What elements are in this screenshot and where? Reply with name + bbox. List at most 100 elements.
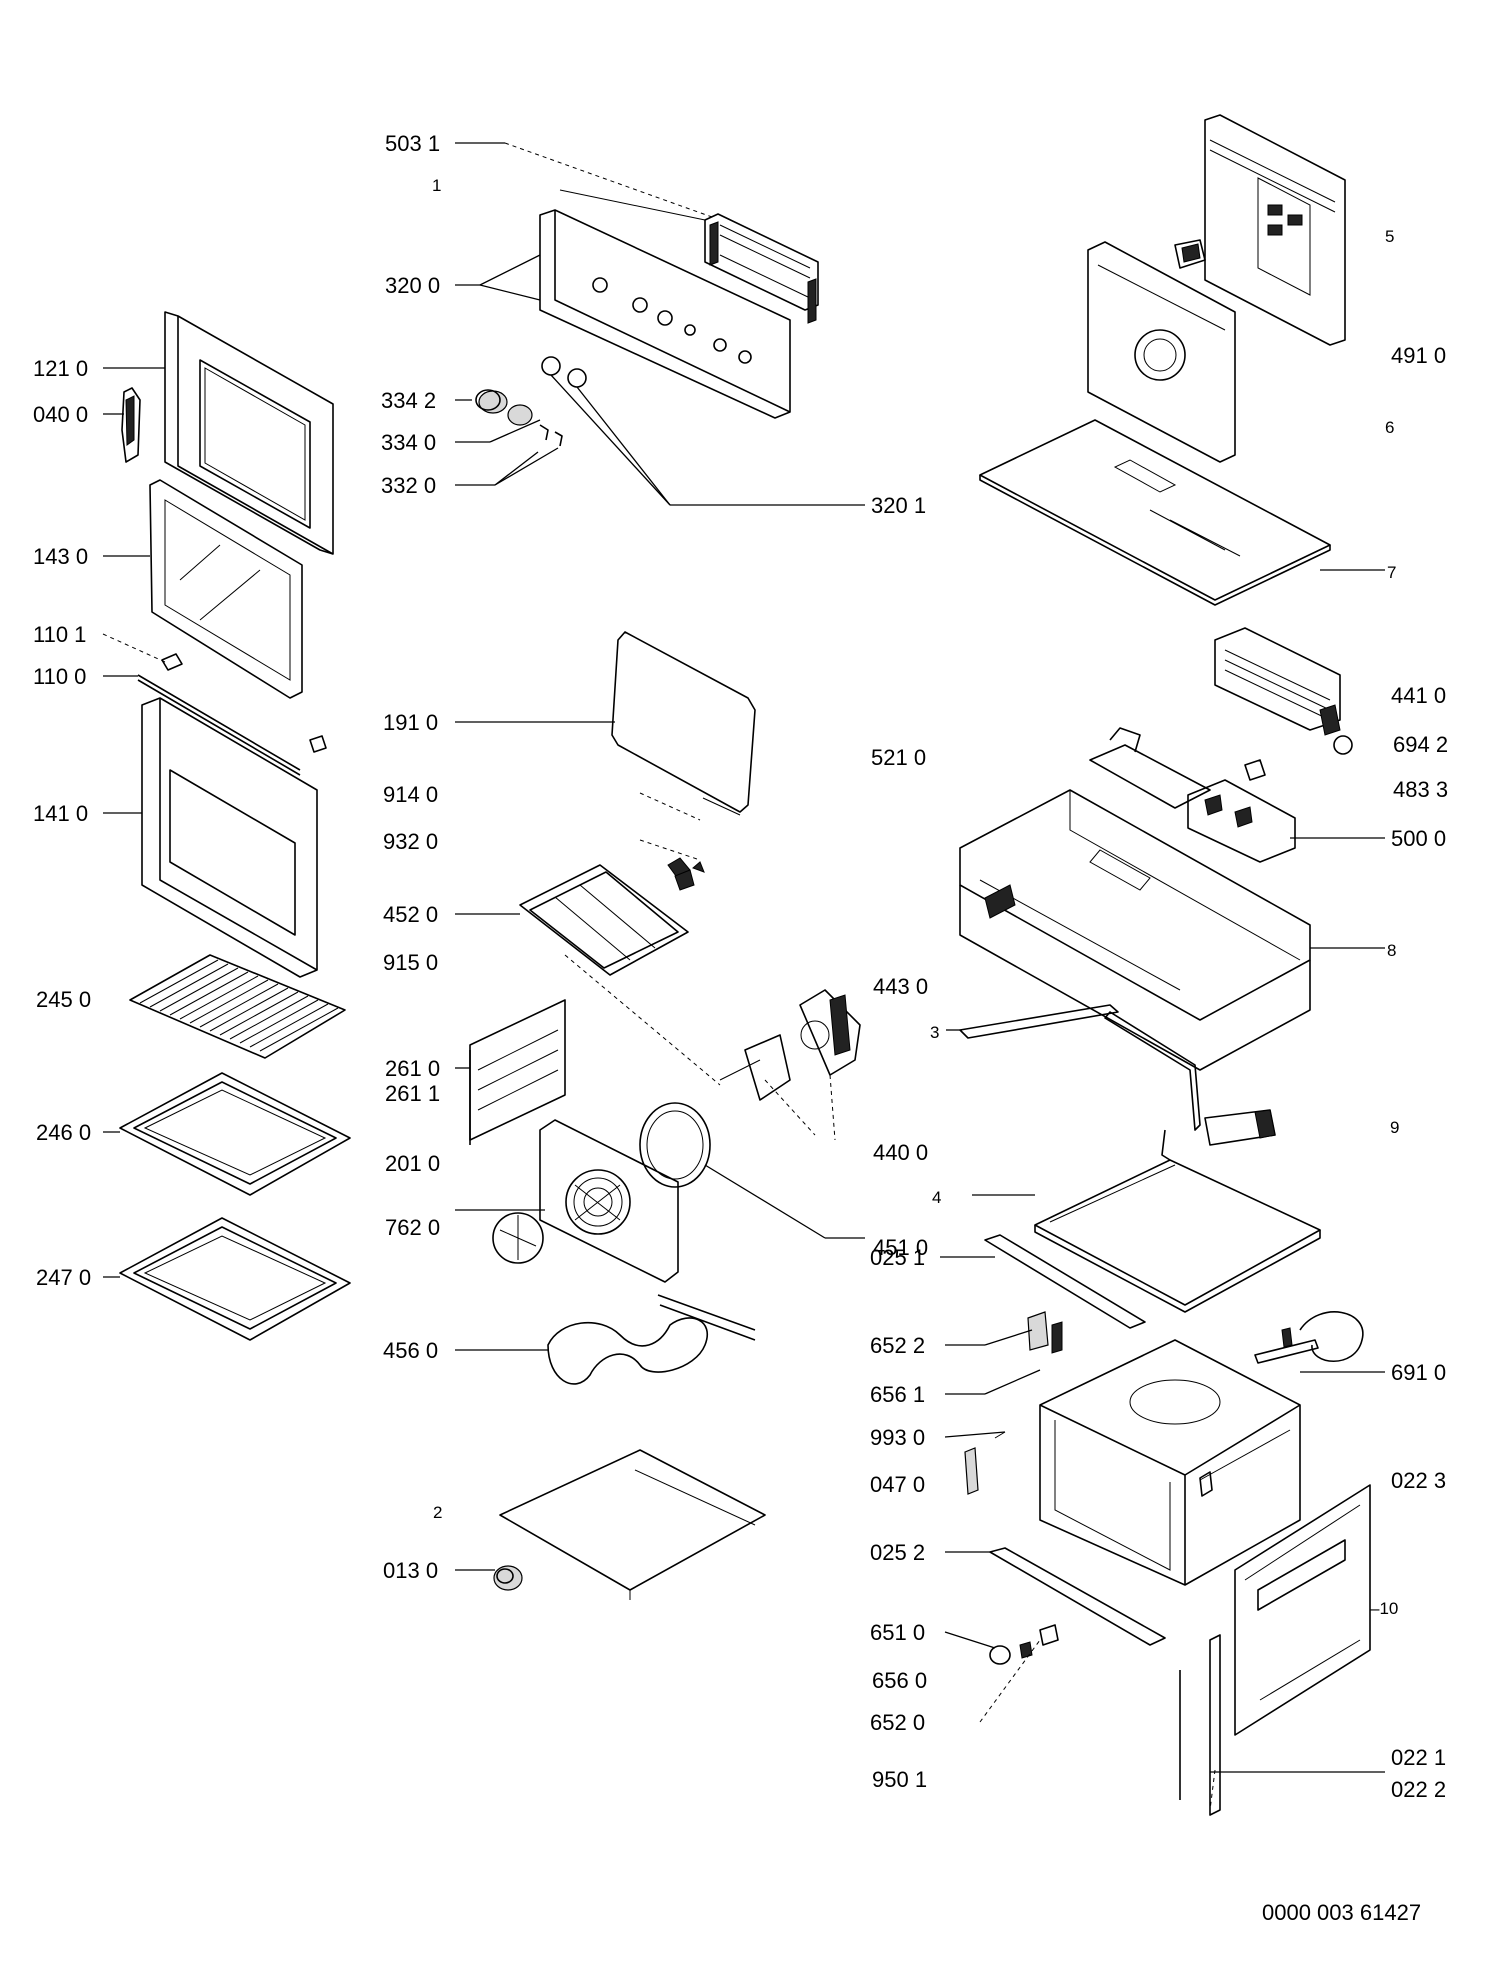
label-456-0: 456 0 xyxy=(383,1338,438,1363)
label-3: 3 xyxy=(930,1023,939,1042)
label-246-0: 246 0 xyxy=(36,1120,91,1145)
label-332-0: 332 0 xyxy=(381,473,436,498)
part-labels: 503 1 1 320 0 334 2 334 0 332 0 320 1 12… xyxy=(33,131,1448,1925)
label-762-0: 762 0 xyxy=(385,1215,440,1240)
label-652-2: 652 2 xyxy=(870,1333,925,1358)
grill-element xyxy=(547,1294,756,1385)
label-440-0: 440 0 xyxy=(873,1140,928,1165)
label-5: 5 xyxy=(1385,227,1394,246)
upper-housing-frame xyxy=(959,789,1311,1071)
label-121-0: 121 0 xyxy=(33,356,88,381)
door-handle-part xyxy=(121,387,141,463)
label-110-0: 110 0 xyxy=(33,664,86,689)
oven-light-socket xyxy=(493,1565,523,1591)
door-hinge-latch xyxy=(964,1431,1006,1495)
label-247-0: 247 0 xyxy=(36,1265,91,1290)
inner-door-glass xyxy=(149,479,303,699)
side-insulation-block xyxy=(1204,1109,1276,1146)
label-110-1: 110 1 xyxy=(33,622,86,647)
control-panel xyxy=(539,209,791,419)
label-334-2: 334 2 xyxy=(381,388,436,413)
outer-door-frame xyxy=(164,311,334,555)
label-691-0: 691 0 xyxy=(1391,1360,1446,1385)
control-panel-bracket xyxy=(704,213,819,324)
document-number: 0000 003 61427 xyxy=(1262,1900,1421,1925)
label-261-1: 261 1 xyxy=(385,1081,440,1106)
inner-door-panel xyxy=(141,697,318,978)
door-switch xyxy=(1027,1311,1063,1354)
label-013-0: 013 0 xyxy=(383,1558,438,1583)
label-047-0: 047 0 xyxy=(870,1472,925,1497)
baking-tray-shallow xyxy=(119,1217,351,1341)
label-10: –10 xyxy=(1370,1599,1398,1618)
label-320-1: 320 1 xyxy=(871,493,926,518)
electronic-board-bracket xyxy=(1089,727,1266,809)
fan-motor xyxy=(719,989,861,1101)
transformer-box xyxy=(1174,239,1206,269)
label-491-0: 491 0 xyxy=(1391,343,1446,368)
leader-lines xyxy=(102,142,1385,1811)
side-frame-rail xyxy=(1179,1634,1221,1816)
control-knobs xyxy=(475,356,587,447)
label-4: 4 xyxy=(932,1188,941,1207)
label-143-0: 143 0 xyxy=(33,544,88,569)
label-7: 7 xyxy=(1387,563,1396,582)
label-452-0: 452 0 xyxy=(383,902,438,927)
label-245-0: 245 0 xyxy=(36,987,91,1012)
side-panel xyxy=(1234,1484,1371,1736)
baking-tray-deep xyxy=(119,1072,351,1196)
label-2: 2 xyxy=(433,1503,442,1522)
side-runners xyxy=(469,999,566,1145)
label-656-0: 656 0 xyxy=(872,1668,927,1693)
label-451-0: 451 0 xyxy=(873,1235,928,1260)
top-insulation-plate xyxy=(1034,1159,1321,1313)
rear-panel xyxy=(1204,114,1346,346)
front-trim-strip xyxy=(984,1234,1146,1329)
label-950-1: 950 1 xyxy=(872,1767,927,1792)
label-443-0: 443 0 xyxy=(873,974,928,999)
label-652-0: 652 0 xyxy=(870,1710,925,1735)
label-1: 1 xyxy=(432,176,441,195)
label-500-0: 500 0 xyxy=(1391,826,1446,851)
insulation-strip xyxy=(959,1004,1201,1161)
label-6: 6 xyxy=(1385,418,1394,437)
oven-light-cover xyxy=(611,631,756,816)
label-441-0: 441 0 xyxy=(1391,683,1446,708)
oven-cavity xyxy=(1039,1339,1301,1586)
fan-blade xyxy=(492,1212,544,1264)
electronic-control-board xyxy=(1187,779,1296,863)
label-022-2: 022 2 xyxy=(1391,1777,1446,1802)
tangential-fan xyxy=(1214,627,1353,755)
label-320-0: 320 0 xyxy=(385,273,440,298)
wire-rack xyxy=(129,954,346,1059)
label-993-0: 993 0 xyxy=(870,1425,925,1450)
bottom-tray xyxy=(499,1449,766,1600)
grill-bracket xyxy=(519,857,705,976)
label-022-1: 022 1 xyxy=(1391,1745,1446,1770)
bottom-front-trim xyxy=(989,1547,1166,1646)
label-040-0: 040 0 xyxy=(33,402,88,427)
label-334-0: 334 0 xyxy=(381,430,436,455)
circular-heater xyxy=(639,1102,711,1188)
label-191-0: 191 0 xyxy=(383,710,438,735)
label-141-0: 141 0 xyxy=(33,801,88,826)
top-cover xyxy=(979,419,1331,606)
label-914-0: 914 0 xyxy=(383,782,438,807)
label-022-3: 022 3 xyxy=(1391,1468,1446,1493)
label-025-1: 025 1 xyxy=(870,1245,925,1270)
door-clips xyxy=(137,653,327,776)
label-025-2: 025 2 xyxy=(870,1540,925,1565)
label-694-2: 694 2 xyxy=(1393,732,1448,757)
label-201-0: 201 0 xyxy=(385,1151,440,1176)
label-483-3: 483 3 xyxy=(1393,777,1448,802)
label-651-0: 651 0 xyxy=(870,1620,925,1645)
label-8: 8 xyxy=(1387,941,1396,960)
label-261-0: 261 0 xyxy=(385,1056,440,1081)
lamp-assembly xyxy=(989,1624,1059,1665)
rear-fan-panel xyxy=(539,1119,679,1283)
label-503-1: 503 1 xyxy=(385,131,440,156)
label-915-0: 915 0 xyxy=(383,950,438,975)
fan-housing-plate xyxy=(1087,241,1236,463)
thermostat xyxy=(1254,1311,1364,1364)
